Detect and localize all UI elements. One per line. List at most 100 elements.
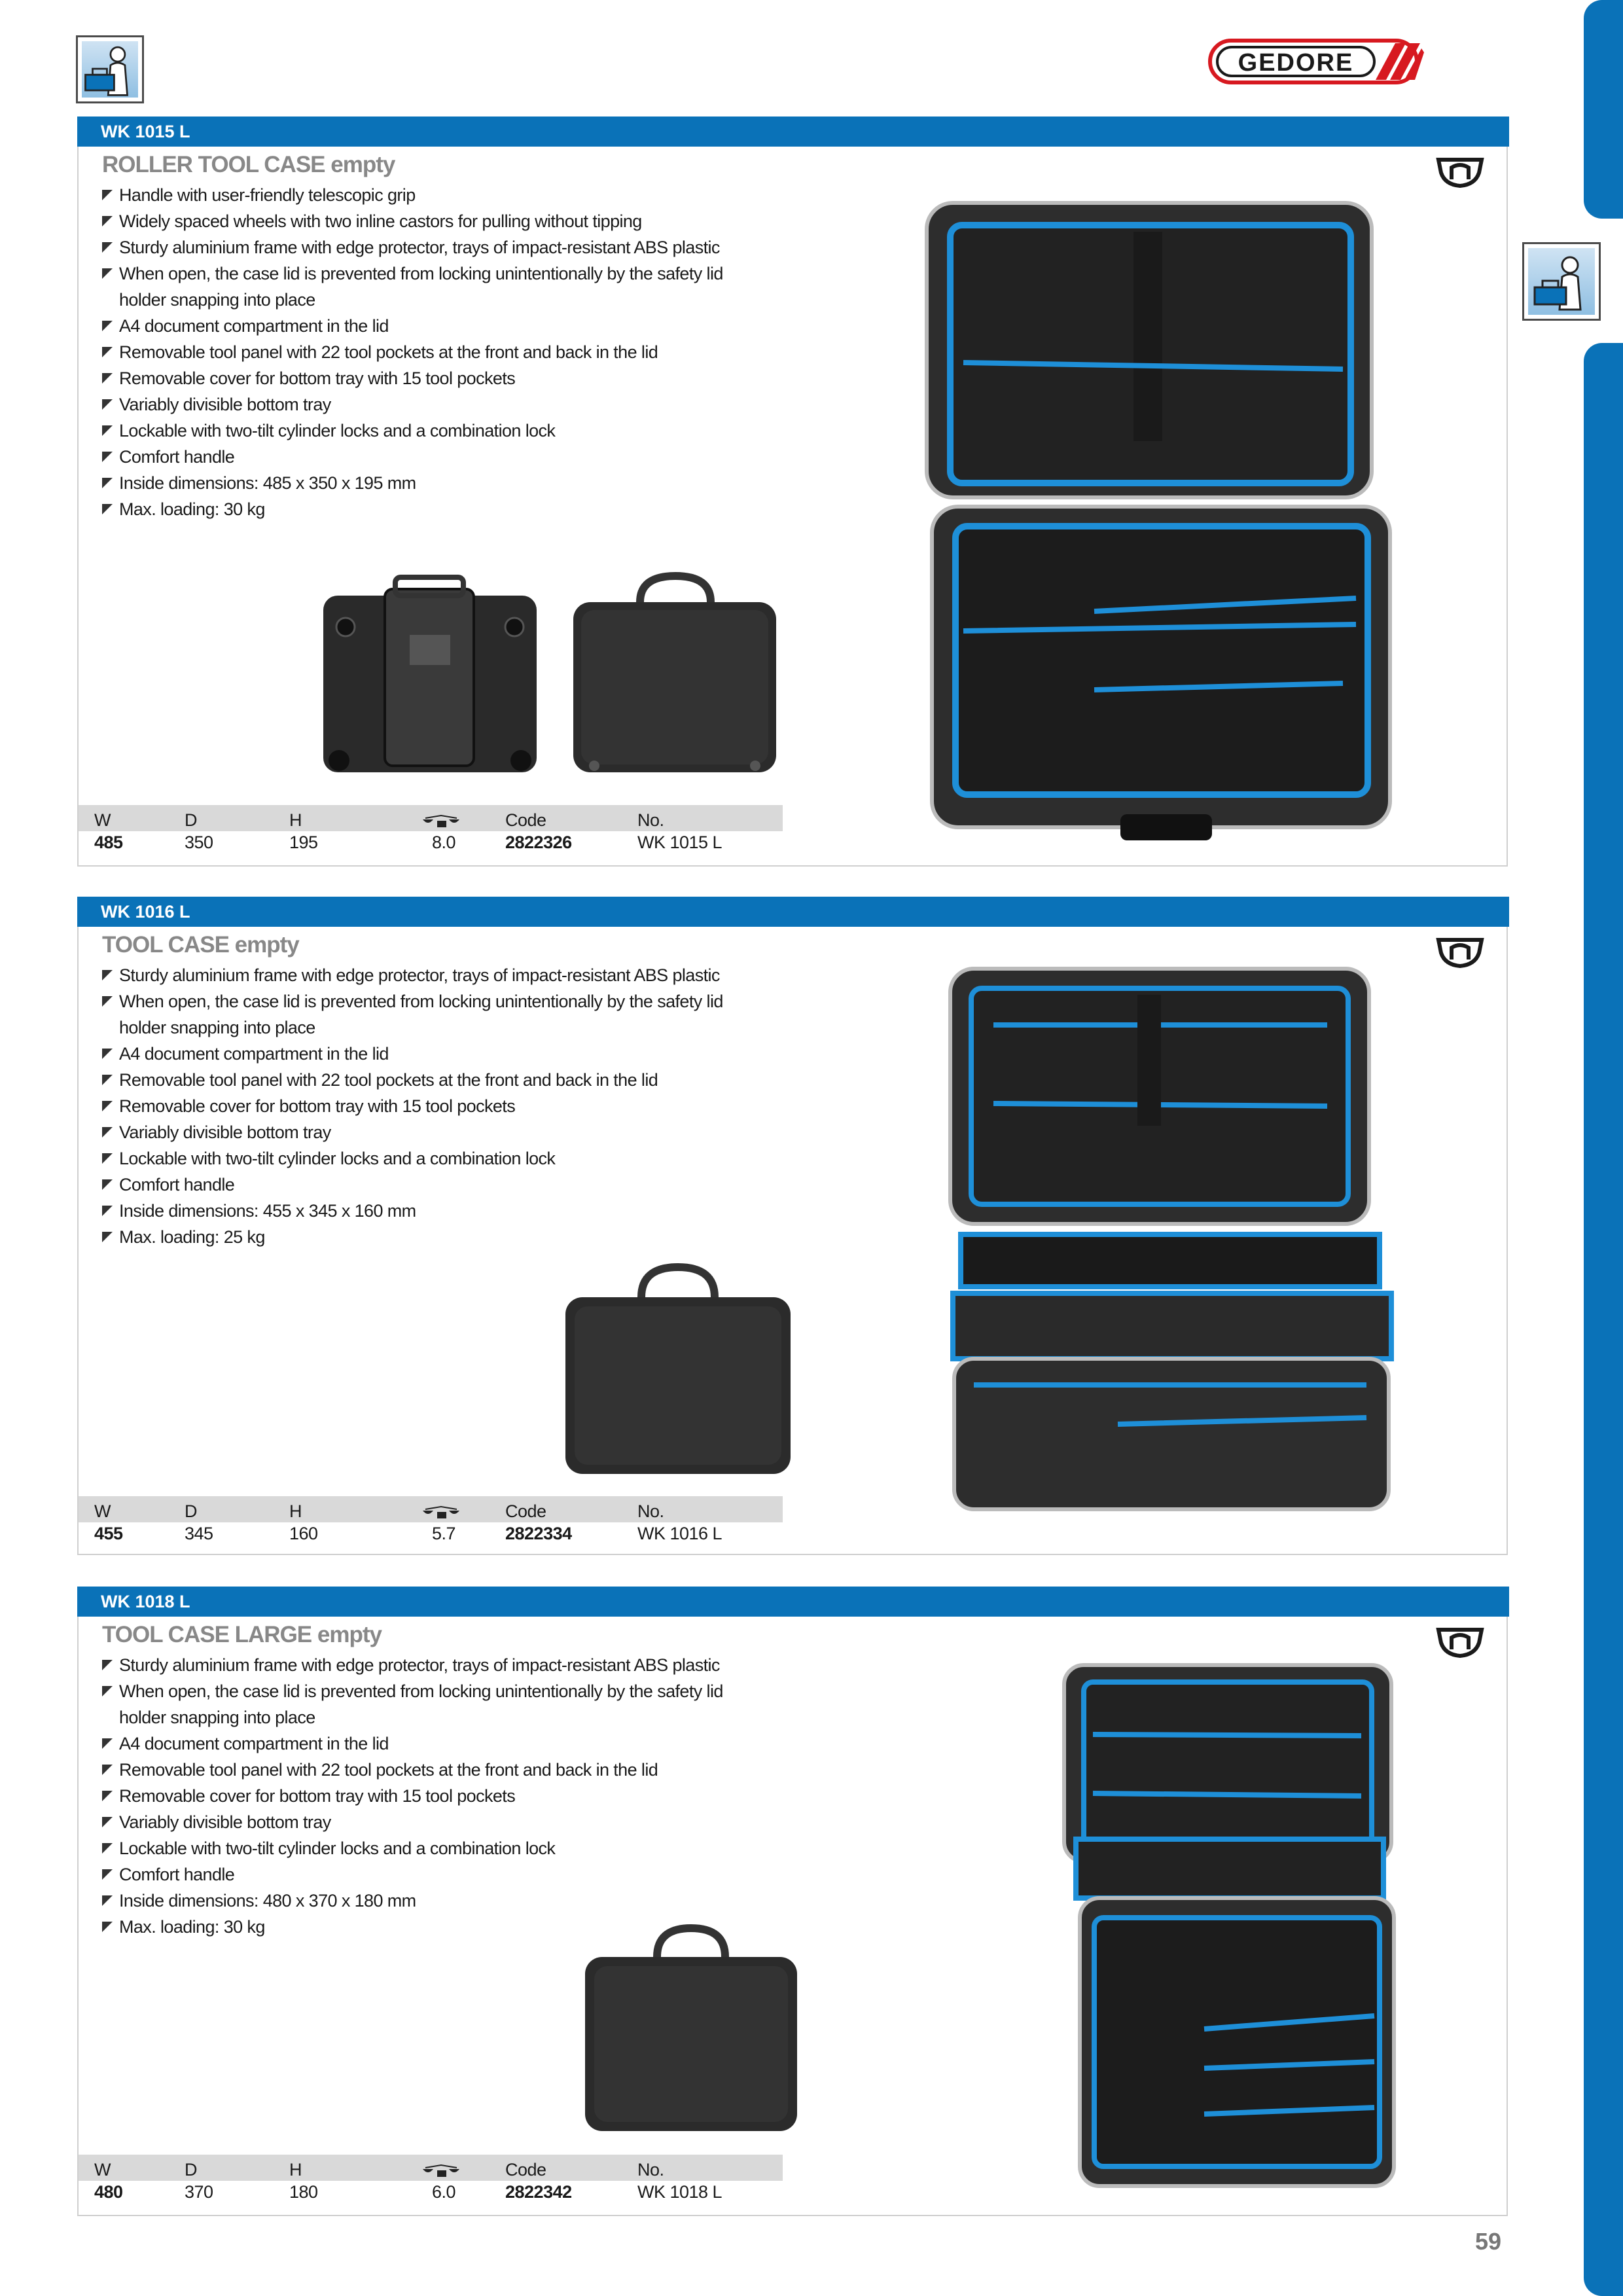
arrow-bullet-icon [102,425,113,436]
feature-text: Comfort handle [119,1865,235,1884]
feature-text: Max. loading: 30 kg [119,1917,265,1937]
feature-item-continued: holder snapping into place [102,287,723,313]
feature-text: Sturdy aluminium frame with edge protect… [119,965,720,985]
feature-text: When open, the case lid is prevented fro… [119,992,723,1011]
arrow-bullet-icon [102,1791,113,1801]
scale-kg-icon [423,2164,459,2177]
arrow-bullet-icon [102,1206,113,1216]
case-symbol-icon [1436,938,1484,969]
arrow-bullet-icon [102,1049,113,1059]
product-title: ROLLER TOOL CASE empty [102,152,395,177]
feature-item: When open, the case lid is prevented fro… [102,260,723,287]
toolbox-worker-icon [76,35,144,103]
arrow-bullet-icon [102,970,113,980]
feature-text: Removable tool panel with 22 tool pocket… [119,1760,658,1780]
feature-text: Variably divisible bottom tray [119,395,331,414]
feature-text: Variably divisible bottom tray [119,1122,331,1142]
feature-text: Comfort handle [119,1175,235,1194]
feature-item: Handle with user-friendly telescopic gri… [102,182,723,208]
brand-text: GEDORE [1238,49,1354,77]
arrow-bullet-icon [102,1895,113,1906]
feature-item: Comfort handle [102,444,723,470]
spec-h: 160 [289,1524,318,1543]
feature-item: Max. loading: 30 kg [102,496,723,522]
spec-header-no: No. [637,2160,664,2179]
arrow-bullet-icon [102,1075,113,1085]
feature-item: Removable tool panel with 22 tool pocket… [102,339,723,365]
feature-text: When open, the case lid is prevented fro… [119,1681,723,1701]
feature-item: Removable cover for bottom tray with 15 … [102,1783,723,1809]
spec-header-d: D [185,810,198,830]
arrow-bullet-icon [102,1101,113,1111]
page-number: 59 [1475,2228,1502,2255]
feature-item: Removable tool panel with 22 tool pocket… [102,1757,723,1783]
feature-item: Variably divisible bottom tray [102,391,723,418]
feature-item-continued: holder snapping into place [102,1704,723,1731]
feature-item: Max. loading: 30 kg [102,1914,723,1940]
spec-values-row: 480 370 180 6.0 2822342 WK 1018 L [79,2179,783,2206]
feature-text: Widely spaced wheels with two inline cas… [119,211,642,231]
arrow-bullet-icon [102,452,113,462]
feature-text: Comfort handle [119,447,235,467]
spec-d: 370 [185,2182,213,2202]
arrow-bullet-icon [102,399,113,410]
feature-item: A4 document compartment in the lid [102,1041,723,1067]
feature-text: Removable tool panel with 22 tool pocket… [119,1070,658,1090]
spec-d: 345 [185,1524,213,1543]
case-symbol-icon [1436,1628,1484,1659]
spec-d: 350 [185,833,213,852]
feature-text: When open, the case lid is prevented fro… [119,264,723,283]
closed-case-image [585,1924,797,2131]
feature-item: When open, the case lid is prevented fro… [102,988,723,1014]
side-tab-bottom [1584,343,1623,2296]
feature-text: Removable cover for bottom tray with 15 … [119,1786,516,1806]
feature-list: Sturdy aluminium frame with edge protect… [102,962,723,1250]
feature-text: Inside dimensions: 480 x 370 x 180 mm [119,1891,416,1910]
feature-text: Sturdy aluminium frame with edge protect… [119,238,720,257]
spec-values-row: 455 345 160 5.7 2822334 WK 1016 L [79,1521,783,1547]
product-title: TOOL CASE LARGE empty [102,1622,382,1647]
spec-code: 2822334 [505,1524,572,1543]
feature-text: holder snapping into place [119,290,315,310]
feature-text: Max. loading: 25 kg [119,1227,265,1247]
spec-header-h: H [289,1501,302,1521]
arrow-bullet-icon [102,190,113,200]
spec-header-d: D [185,1501,198,1521]
feature-item: Inside dimensions: 455 x 345 x 160 mm [102,1198,723,1224]
product-title: TOOL CASE empty [102,932,300,958]
feature-text: Lockable with two-tilt cylinder locks an… [119,1839,556,1858]
arrow-bullet-icon [102,1843,113,1854]
feature-text: A4 document compartment in the lid [119,1734,389,1753]
spec-weight: 8.0 [432,833,456,852]
open-roller-case-image [925,201,1392,840]
spec-header-d: D [185,2160,198,2179]
feature-item: Lockable with two-tilt cylinder locks an… [102,1145,723,1172]
spec-h: 195 [289,833,318,852]
feature-item: A4 document compartment in the lid [102,1731,723,1757]
feature-text: A4 document compartment in the lid [119,316,389,336]
spec-weight: 5.7 [432,1524,456,1543]
spec-header-row: W D H Code No. [79,1496,783,1522]
feature-text: Lockable with two-tilt cylinder locks an… [119,421,556,440]
feature-text: Inside dimensions: 455 x 345 x 160 mm [119,1201,416,1221]
feature-list: Handle with user-friendly telescopic gri… [102,182,723,522]
feature-item: Inside dimensions: 480 x 370 x 180 mm [102,1888,723,1914]
feature-text: Sturdy aluminium frame with edge protect… [119,1655,720,1675]
feature-item: Comfort handle [102,1861,723,1888]
feature-item: Lockable with two-tilt cylinder locks an… [102,1835,723,1861]
feature-item: Variably divisible bottom tray [102,1119,723,1145]
open-large-case-image [1062,1663,1396,2188]
feature-item: Widely spaced wheels with two inline cas… [102,208,723,234]
feature-item: Removable cover for bottom tray with 15 … [102,365,723,391]
spec-header-code: Code [505,810,546,830]
spec-header-code: Code [505,2160,546,2179]
feature-item-continued: holder snapping into place [102,1014,723,1041]
arrow-bullet-icon [102,1660,113,1670]
arrow-bullet-icon [102,268,113,279]
section-bar: WK 1015 L [77,117,1509,147]
section-bar: WK 1016 L [77,897,1509,927]
spec-w: 485 [94,833,123,852]
feature-text: Max. loading: 30 kg [119,499,265,519]
spec-header-w: W [94,1501,111,1521]
arrow-bullet-icon [102,996,113,1007]
